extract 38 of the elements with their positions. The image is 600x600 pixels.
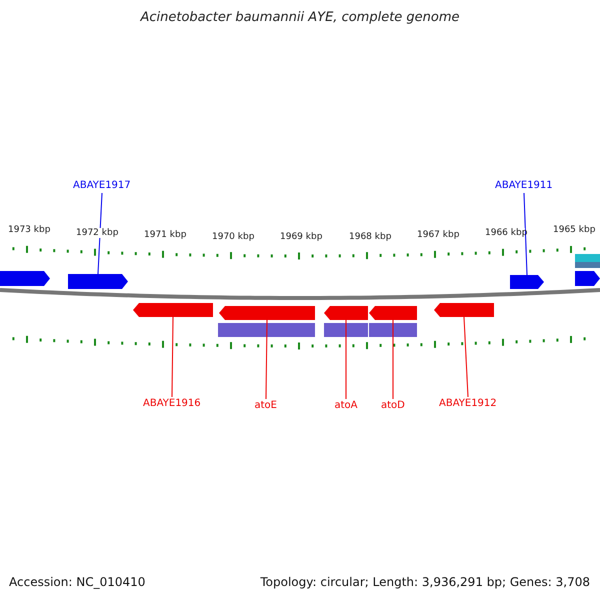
gene-feature [133,303,213,317]
accession-text: Accession: NC_010410 [9,575,146,589]
scale-label: 1967 kbp [417,230,457,240]
scale-label: 1972 kbp [76,228,116,238]
gene-label: atoA [334,399,358,413]
leader-line [392,320,394,400]
feature-bar [324,323,368,337]
gene-feature [434,303,494,317]
gene-label: ABAYE1917 [73,179,131,193]
scale-label: 1969 kbp [280,232,320,242]
gene-label: atoE [254,399,277,413]
scale-label: 1973 kbp [8,225,48,236]
scale-label: 1965 kbp [553,225,593,236]
genome-info-text: Topology: circular; Length: 3,936,291 bp; Genes: 3,708 [260,575,590,589]
scale-label: 1971 kbp [144,230,184,240]
gene-feature [68,274,128,289]
gene-feature [324,306,368,320]
feature-bar [575,254,600,262]
gene-label: ABAYE1916 [143,397,201,411]
gene-label: atoD [381,399,405,413]
leader-line [266,320,268,400]
leader-line [98,192,102,274]
scale-label: 1970 kbp [212,232,252,242]
gene-feature [510,275,544,289]
feature-bar [369,323,417,337]
leader-line [172,316,174,398]
gene-feature [219,306,315,320]
leader-line [464,316,468,398]
gene-feature [575,271,600,286]
gene-label: ABAYE1912 [439,397,497,411]
scale-label: 1968 kbp [349,232,389,242]
gene-feature [0,271,50,286]
gene-label: ABAYE1911 [495,179,553,193]
feature-bar [575,262,600,268]
leader-line [524,192,528,276]
feature-bar [218,323,315,337]
title: Acinetobacter baumannii AYE, complete genome [139,10,461,25]
gene-feature [369,306,417,320]
